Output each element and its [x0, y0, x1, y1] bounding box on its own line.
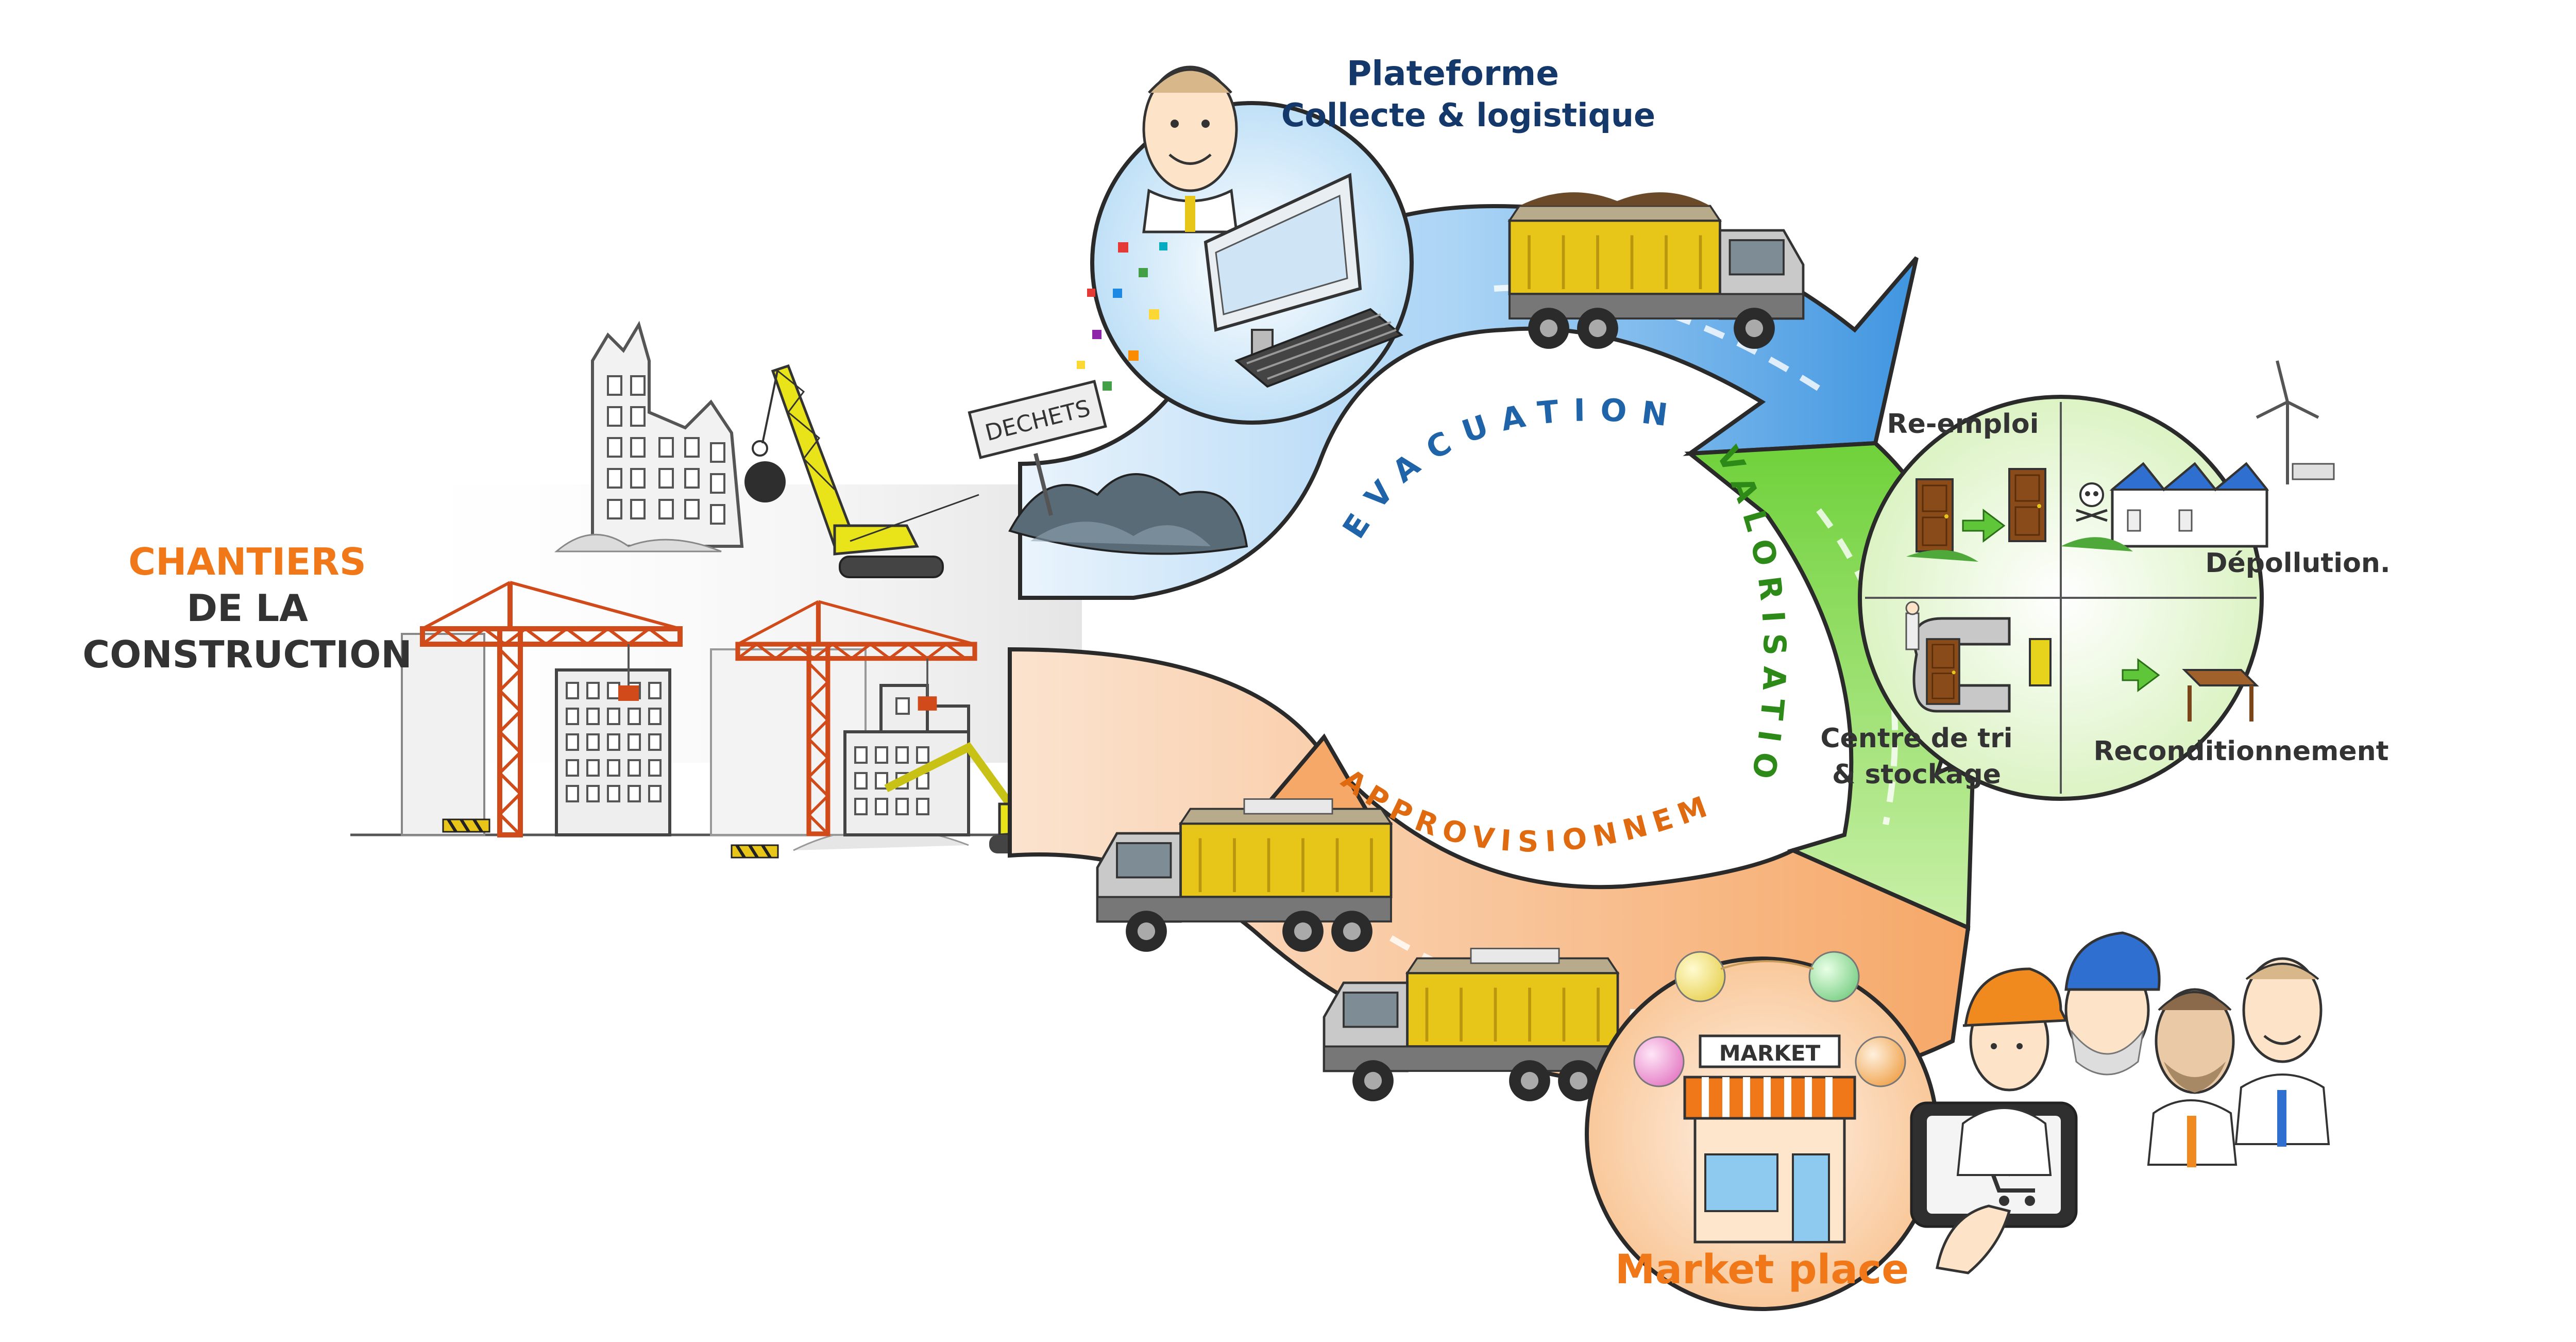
construction-sites: CHANTIERS DE LA CONSTRUCTION: [82, 321, 1082, 859]
market-sign: MARKET: [1719, 1041, 1821, 1066]
data-confetti: [1077, 242, 1167, 391]
evacuation-label: EVACUATION: [1336, 392, 1684, 545]
person-avatar: [1142, 65, 1238, 233]
hard-hat-icon: [1962, 967, 2068, 1027]
door-icon-3: [1926, 638, 1960, 705]
plateforme-title-line1: Plateforme: [1347, 54, 1559, 93]
door-icon-2: [2008, 468, 2046, 542]
person-avatar-2: [2147, 988, 2238, 1167]
rubble-pile: [1008, 473, 1248, 555]
excavator-icon: [833, 524, 919, 556]
centre-tri-label-line1: Centre de tri: [1820, 723, 2012, 754]
dump-truck-icon-3: [1324, 948, 1618, 1101]
reemploi-label: Re-emploi: [1887, 409, 2039, 440]
computer-icon: [1204, 173, 1362, 357]
skull-icon: [2076, 482, 2108, 522]
demolition-crane: [744, 364, 979, 578]
category-bubble-green: [1808, 951, 1860, 1002]
dump-truck-icon: [1510, 192, 1803, 349]
chantiers-title-line1: CHANTIERS: [128, 540, 366, 583]
market-place-title: Market place: [1615, 1247, 1909, 1293]
factory-icon: [2109, 462, 2269, 548]
people-group: [1956, 931, 2330, 1176]
worker-avatar: [1956, 967, 2068, 1176]
chantiers-title-line3: CONSTRUCTION: [82, 633, 412, 676]
storefront-icon: MARKET: [1683, 1034, 1856, 1244]
reconditionnement-label: Reconditionnement: [2094, 736, 2389, 767]
chantiers-title-line2: DE LA: [187, 586, 308, 630]
keyboard-icon: [1234, 308, 1403, 388]
dump-truck-icon-2: [1097, 798, 1391, 952]
centre-tri-label-line2: & stockage: [1832, 759, 2001, 790]
person-avatar-3: [2234, 957, 2330, 1147]
table-icon: [2182, 669, 2259, 722]
wind-turbine-icon: [2256, 360, 2319, 484]
ruined-building: [591, 321, 744, 548]
category-bubble-yellow: [1674, 951, 1726, 1002]
hard-hat-icon-2: [2064, 931, 2161, 991]
category-bubble-orange: [1855, 1036, 1906, 1087]
category-bubble-pink: [1633, 1036, 1685, 1087]
wrecking-ball-icon: [744, 461, 786, 502]
door-icon: [1916, 478, 1954, 552]
barrier-icon: [442, 818, 779, 859]
market-place-panel: MARKET Market place: [1585, 951, 2078, 1311]
arrow-icon: [1962, 509, 2006, 543]
plateforme-panel: Plateforme Collecte & logistique: [1077, 54, 1655, 425]
valorisation-panel: Re-emploi Dépollution. Centre de tri & s…: [1820, 360, 2391, 801]
worker-avatar-2: [2064, 931, 2161, 1076]
plateforme-title-line2: Collecte & logistique: [1281, 96, 1655, 134]
depollution-label: Dépollution.: [2205, 548, 2390, 579]
